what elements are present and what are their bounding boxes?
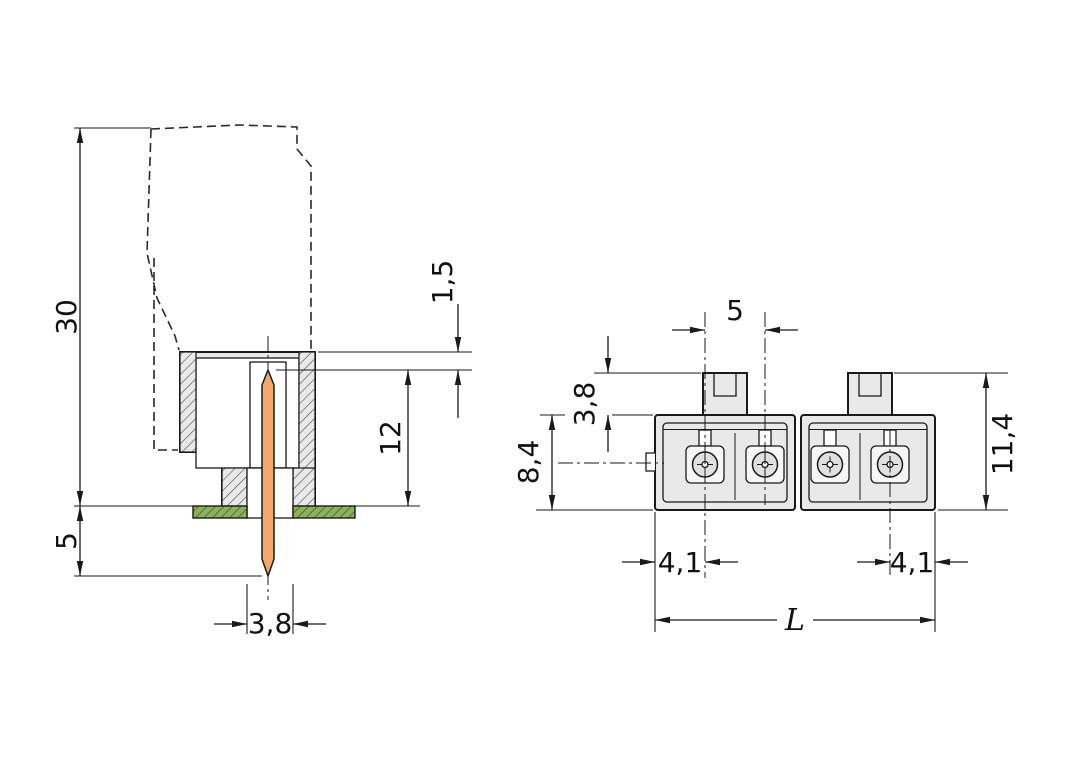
pcb-left <box>192 505 248 519</box>
dim-label-5-front: 5 <box>726 294 744 327</box>
body-inner-edge-right <box>808 422 928 503</box>
latch-tab-left <box>702 372 748 416</box>
housing-cavity <box>195 357 300 469</box>
dim-label-1-5: 1,5 <box>426 260 459 305</box>
side-keying-notch <box>645 452 655 472</box>
dim-label-5: 5 <box>50 532 83 550</box>
dim-label-3-8-side: 3,8 <box>248 607 293 640</box>
pole-2 <box>745 429 785 484</box>
dim-label-3-8-front: 3,8 <box>568 382 601 427</box>
dimension-total-height-30: 30 <box>50 127 218 507</box>
bottom-right-hatch <box>292 467 316 507</box>
dimension-edge-to-last-pin-4-1: 4,1 <box>857 512 968 632</box>
dim-label-4-1-right: 4,1 <box>890 546 935 579</box>
dimension-pin-recess-1-5: 1,5 <box>276 260 472 418</box>
dimension-total-height-11-4: 11,4 <box>894 372 1019 511</box>
bottom-left-hatch <box>221 467 248 507</box>
dimension-latch-height-3-8: 3,8 <box>568 336 701 452</box>
mating-outline-top-right <box>150 124 312 350</box>
mating-outline-left <box>146 128 180 351</box>
dim-label-8-4: 8,4 <box>512 440 545 485</box>
pole-slot <box>823 429 837 447</box>
latch-tab-right <box>847 372 893 416</box>
dim-label-L: L <box>784 603 805 638</box>
pole-n-1 <box>810 429 850 484</box>
dimension-edge-to-first-pin-4-1: 4,1 <box>622 512 738 632</box>
latch-tab-right-slot <box>858 373 882 397</box>
pcb-right <box>292 505 356 519</box>
pin-center <box>826 460 834 469</box>
dimension-body-height-8-4: 8,4 <box>512 414 653 511</box>
side-section-view: 30 5 1,5 12 3,8 <box>50 124 472 640</box>
dim-label-4-1-left: 4,1 <box>658 546 703 579</box>
latch-tabs <box>702 372 893 416</box>
dimension-housing-height-12: 12 <box>318 370 420 507</box>
dimension-pin-below-board-5: 5 <box>50 506 262 577</box>
dim-label-30: 30 <box>50 299 83 335</box>
dimension-collar-width-3-8: 3,8 <box>214 584 326 640</box>
dimension-pin-pitch-5: 5 <box>672 294 798 334</box>
solder-pin <box>261 367 275 579</box>
mating-connector-outline <box>146 124 312 451</box>
mating-outline-inner-left <box>153 258 178 451</box>
dimension-overall-length-L: L <box>655 603 935 638</box>
front-view: 5 3,8 8,4 11,4 4,1 <box>512 294 1019 638</box>
left-wall-hatch <box>179 351 197 453</box>
dim-label-11-4: 11,4 <box>986 413 1019 475</box>
dim-label-12: 12 <box>374 420 407 456</box>
latch-tab-left-slot <box>713 373 737 397</box>
connector-housing-section <box>179 351 316 519</box>
